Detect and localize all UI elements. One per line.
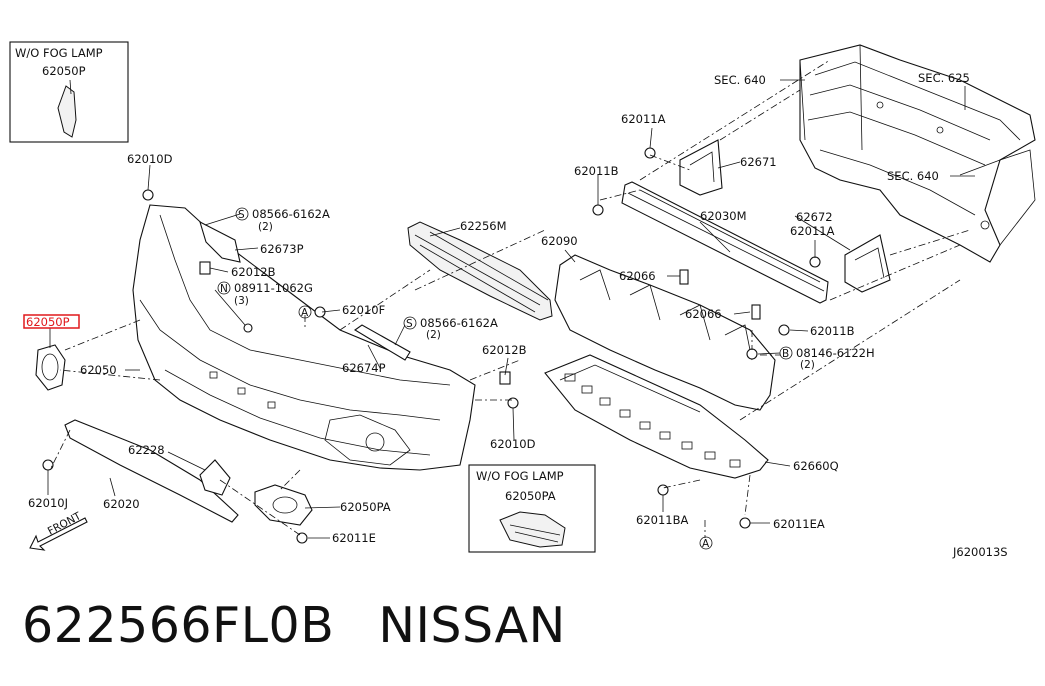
bracket-62674p [353,324,411,361]
label-62011a-top: 62011A [621,112,666,126]
part-number: 622566FL0B [22,597,335,654]
lower-molding [64,419,239,523]
symbol-n-circle [217,281,231,295]
label-08911-qty: (3) [234,295,249,307]
bracket-62672 [844,234,891,293]
inset-bottom-part: 62050PA [505,489,556,503]
inset-left-part: 62050P [42,64,86,78]
label-62010j: 62010J [28,496,68,510]
label-sec640-top: SEC. 640 [714,73,766,87]
label-08146: 08146-6122H [796,346,875,360]
fog-cover-icon [57,85,77,138]
footer: 622566FL0B NISSAN [22,597,566,661]
ref-a-top: A [301,307,309,319]
label-62010f: 62010F [342,303,385,317]
front-arrow-icon [29,517,88,551]
fog-finisher [254,484,313,526]
label-62672: 62672 [796,210,833,224]
label-62660q: 62660Q [793,459,839,473]
radiator-core-support [799,44,1036,263]
under-cover [544,354,769,479]
ref-a-bottom: A [702,538,710,550]
label-62012b-left: 62012B [231,265,276,279]
label-08566-b: 08566-6162A [420,316,498,330]
front-bumper-fascia [132,204,476,471]
inset-bottom-title: W/O FOG LAMP [476,469,564,483]
leader-lines [47,59,975,539]
label-62012b-right: 62012B [482,343,527,357]
label-08566-a: 08566-6162A [252,207,330,221]
energy-absorber [554,254,776,411]
grille [407,221,553,321]
label-62011b-top: 62011B [574,164,619,178]
symbol-n: N [220,283,228,295]
symbol-s2: S [406,318,413,330]
highlight-box [23,314,80,329]
label-62010d-right: 62010D [490,437,536,451]
symbol-b: B [782,348,789,360]
symbol-s-circle [235,207,249,221]
label-62256m: 62256M [460,219,507,233]
bracket-62673p [199,220,241,263]
label-08566-a-qty: (2) [258,221,273,233]
label-62011e: 62011E [332,531,376,545]
label-62671: 62671 [740,155,777,169]
label-62020: 62020 [103,497,140,511]
label-62228: 62228 [128,443,165,457]
label-62050: 62050 [80,363,117,377]
label-62066-a: 62066 [619,269,656,283]
highlighted-part-label: 62050P [26,315,70,329]
label-62090: 62090 [541,234,578,248]
label-08566-b-qty: (2) [426,329,441,341]
front-arrow: FRONT [29,510,88,551]
inset-left-title: W/O FOG LAMP [15,46,103,60]
label-sec640-right: SEC. 640 [887,169,939,183]
label-62011ba: 62011BA [636,513,688,527]
fasteners [42,147,821,544]
cover-62228 [199,459,231,496]
label-62673p: 62673P [260,242,304,256]
ref-a-bottom-circle [699,536,713,550]
inset-without-fog-lamp-left: W/O FOG LAMP 62050P [9,41,129,143]
diagram-code: J620013S [952,545,1008,559]
label-62011a-right: 62011A [790,224,835,238]
label-62674p: 62674P [342,361,386,375]
symbol-s: S [238,209,245,221]
ref-a-top-circle [298,305,312,319]
symbol-b-circle [779,346,793,360]
side-finisher [35,344,66,391]
label-08911: 08911-1062G [234,281,313,295]
symbol-s2-circle [403,316,417,330]
label-62050pa: 62050PA [340,500,391,514]
label-sec625: SEC. 625 [918,71,970,85]
label-62011ea: 62011EA [773,517,825,531]
inset-without-fog-lamp-bottom: W/O FOG LAMP 62050PA [468,464,596,553]
brand-name: NISSAN [378,597,566,654]
bumper-reinforcement [621,181,829,304]
label-62030m: 62030M [700,209,747,223]
label-08146-qty: (2) [800,359,815,371]
bracket-62671 [679,139,723,196]
label-62011b-right: 62011B [810,324,855,338]
label-62010d-top: 62010D [127,152,173,166]
label-62066-b: 62066 [685,307,722,321]
